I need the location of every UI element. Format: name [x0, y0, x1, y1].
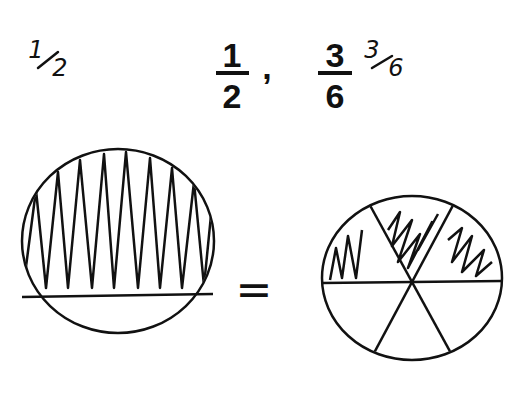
handwritten-denominator: 2 — [52, 56, 67, 80]
dividing-line — [322, 281, 502, 283]
equals-sign: = — [236, 268, 273, 312]
handwritten-numerator: 3 — [364, 38, 379, 62]
numerator: 3 — [326, 38, 345, 72]
dividing-line — [22, 294, 213, 297]
denominator: 6 — [326, 79, 345, 113]
shading — [448, 228, 492, 276]
numerator: 1 — [223, 38, 242, 72]
handwritten-denominator: 6 — [388, 56, 403, 80]
handwritten-numerator: 1 — [28, 38, 43, 62]
shading — [388, 212, 438, 268]
whole-circle — [22, 149, 214, 333]
separator-comma: , — [262, 50, 271, 84]
whole-circle — [322, 196, 502, 360]
denominator: 2 — [223, 79, 242, 113]
